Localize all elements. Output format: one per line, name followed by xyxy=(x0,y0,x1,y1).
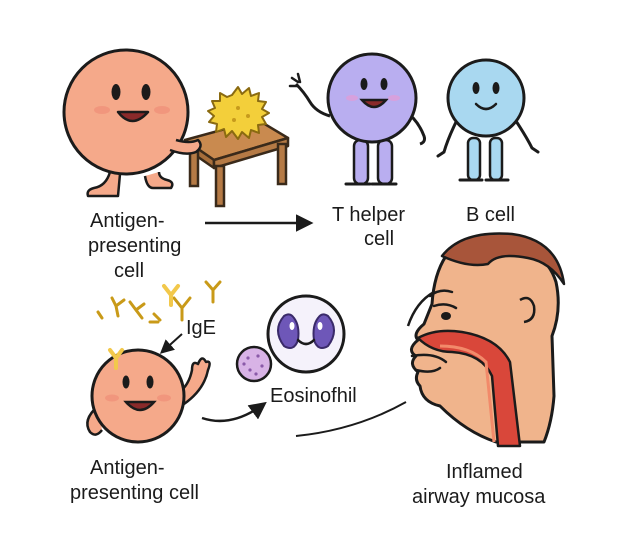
b-cell-character xyxy=(436,58,540,182)
label-apc-bottom-line1: Antigen- xyxy=(90,457,165,479)
t-helper-cell-character xyxy=(288,52,426,186)
label-airway-line1: Inflamed xyxy=(446,461,523,483)
granule-cell-icon xyxy=(235,345,273,383)
connector-line-to-airway xyxy=(295,401,407,437)
label-apc-bottom-line2: presenting cell xyxy=(70,482,199,504)
label-apc-top-line3: cell xyxy=(114,260,144,282)
apc-cell-character-bottom xyxy=(86,348,211,444)
label-eosinophil: Eosinofhil xyxy=(270,385,357,407)
arrow-apc-to-eosinophil xyxy=(201,401,267,423)
label-apc-top-line2: presenting xyxy=(88,235,181,257)
allergen-pollen-icon xyxy=(207,86,270,140)
table-icon xyxy=(183,118,290,208)
label-ige: IgE xyxy=(186,317,216,339)
eosinophil-cell-icon xyxy=(266,294,346,374)
label-apc-top-line1: Antigen- xyxy=(90,210,165,232)
ige-antibody-icon-small xyxy=(162,284,180,307)
label-t-helper-line1: T helper xyxy=(332,204,405,226)
arrow-ige xyxy=(159,333,183,354)
ige-antibody-icon xyxy=(96,280,222,324)
label-b-cell: B cell xyxy=(466,204,515,226)
label-airway-line2: airway mucosa xyxy=(412,486,546,508)
label-t-helper-line2: cell xyxy=(364,228,394,250)
apc-cell-character-top xyxy=(62,48,202,198)
inflamed-airway-face-icon xyxy=(406,232,566,448)
